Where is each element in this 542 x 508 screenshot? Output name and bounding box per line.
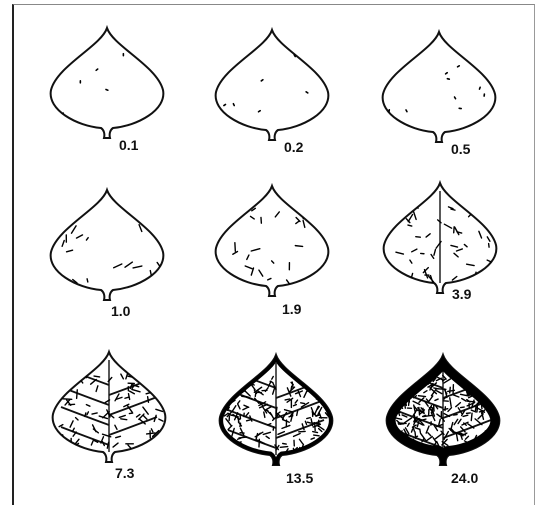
severity-label: 0.2: [284, 139, 304, 155]
leaf-outline: [216, 186, 329, 296]
leaf-outline: [51, 190, 164, 300]
leaf-diagram: 0.1: [51, 28, 164, 153]
leaf-diagram: 0.2: [216, 30, 329, 155]
severity-label: 13.5: [286, 470, 313, 486]
severity-label: 0.1: [119, 137, 139, 153]
leaf-outline: [383, 32, 496, 142]
severity-label: 7.3: [115, 465, 135, 481]
leaf-outline: [51, 28, 164, 138]
severity-label: 3.9: [452, 286, 472, 302]
leaf-diagram: 1.0: [51, 190, 164, 319]
severity-label: 24.0: [451, 470, 478, 486]
leaf-diagram: 0.5: [383, 32, 496, 157]
leaf-diagram: 1.9: [216, 186, 330, 317]
leaf-diagram: 7.3: [53, 352, 166, 481]
severity-label: 1.0: [111, 303, 131, 319]
leaf-diagram: 13.5: [220, 355, 333, 486]
severity-label: 1.9: [282, 301, 302, 317]
leaf-outline: [216, 30, 329, 140]
severity-label: 0.5: [451, 141, 471, 157]
leaf-diagram: 3.9: [384, 183, 497, 302]
leaf-diagram: 24.0: [385, 355, 500, 486]
